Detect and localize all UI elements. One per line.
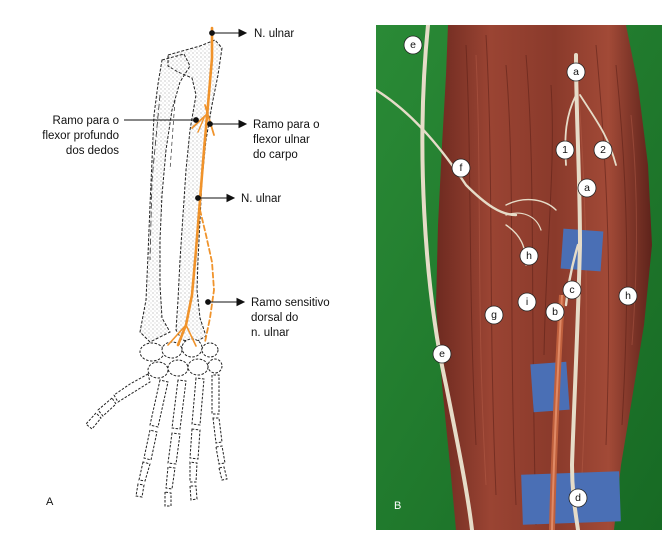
hand-bones: [85, 373, 228, 507]
svg-text:f: f: [460, 162, 463, 174]
label-n-ulnar-mid: N. ulnar: [241, 193, 281, 205]
marker-h-left: h: [519, 246, 539, 266]
marker-c: c: [562, 280, 582, 300]
svg-text:i: i: [526, 296, 528, 308]
label-ramo-flexor-ulnar: Ramo para o flexor ulnar do carpo: [253, 119, 319, 161]
svg-text:1: 1: [562, 144, 568, 156]
svg-text:do carpo: do carpo: [253, 149, 298, 161]
marker-f: f: [451, 158, 471, 178]
svg-text:h: h: [625, 290, 631, 302]
forearm-hand-bones-drawing: N. ulnar Ramo para o flexor profundo dos…: [42, 26, 330, 508]
radius-bone: [139, 53, 191, 343]
marker-d: d: [568, 488, 588, 508]
svg-text:h: h: [526, 250, 532, 262]
svg-text:dorsal do: dorsal do: [251, 312, 298, 324]
svg-text:c: c: [569, 284, 574, 296]
marker-a-mid: a: [577, 178, 597, 198]
blue-pad-1: [560, 228, 604, 272]
svg-text:e: e: [410, 39, 416, 51]
marker-g: g: [484, 305, 504, 325]
marker-1: 1: [555, 140, 575, 160]
leader-lines: [124, 28, 248, 307]
label-n-ulnar-top: N. ulnar: [254, 28, 294, 40]
svg-text:flexor ulnar: flexor ulnar: [253, 134, 310, 146]
svg-text:e: e: [439, 348, 445, 360]
marker-i: i: [517, 292, 537, 312]
marker-h-right: h: [618, 286, 638, 306]
dissection-photo: e a 1 2 a f h c h i g b e d B: [376, 25, 662, 530]
panel-a-diagram: N. ulnar Ramo para o flexor profundo dos…: [42, 26, 330, 508]
marker-e-top: e: [403, 35, 423, 55]
marker-2: 2: [593, 140, 613, 160]
blue-pad-2: [530, 361, 570, 413]
panel-b-photo: e a 1 2 a f h c h i g b e d B: [376, 25, 662, 530]
svg-text:dos dedos: dos dedos: [66, 145, 119, 157]
svg-text:Ramo sensitivo: Ramo sensitivo: [251, 297, 330, 309]
carpal-bones: [139, 338, 223, 379]
svg-text:a: a: [573, 66, 579, 78]
svg-text:g: g: [491, 309, 497, 321]
markers: e a 1 2 a f h c h i g b e d: [403, 35, 638, 508]
svg-text:Ramo para o: Ramo para o: [53, 115, 119, 127]
marker-e-mid: e: [432, 344, 452, 364]
svg-text:flexor profundo: flexor profundo: [42, 130, 119, 142]
svg-text:n. ulnar: n. ulnar: [251, 327, 290, 339]
label-ramo-sensitivo: Ramo sensitivo dorsal do n. ulnar: [251, 297, 330, 339]
panel-letter-a: A: [46, 496, 54, 508]
marker-b: b: [545, 302, 565, 322]
marker-a-top: a: [566, 62, 586, 82]
svg-text:2: 2: [600, 144, 606, 156]
svg-text:b: b: [552, 306, 558, 318]
panel-letter-b: B: [394, 500, 401, 512]
label-ramo-flexor-profundo: Ramo para o flexor profundo dos dedos: [42, 115, 119, 157]
svg-text:d: d: [575, 492, 581, 504]
svg-text:a: a: [584, 182, 590, 194]
svg-text:Ramo para o: Ramo para o: [253, 119, 319, 131]
